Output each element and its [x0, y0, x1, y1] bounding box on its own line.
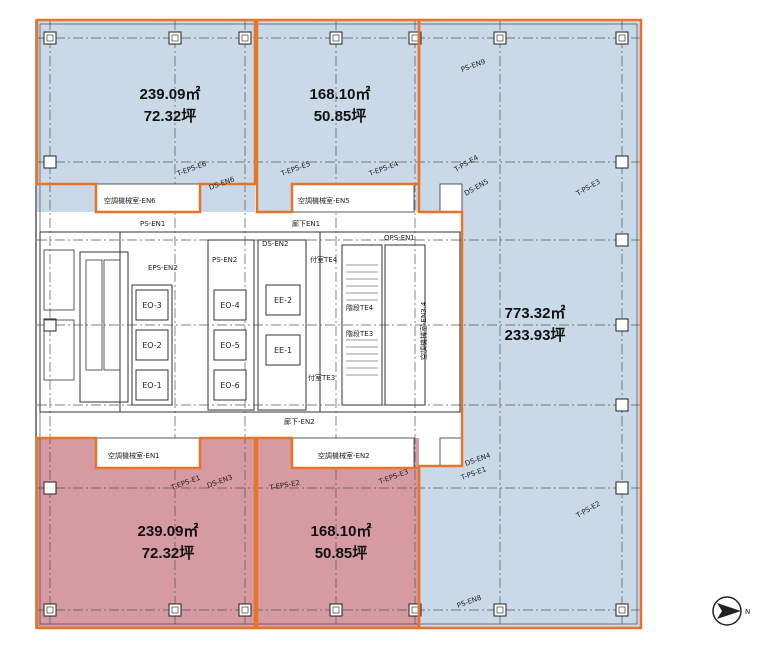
unit-east-fill[interactable]: [419, 20, 641, 628]
label-rouka-en1: 廊下EN1: [292, 219, 320, 228]
north-arrow-icon: [717, 603, 741, 619]
elevators: [135, 284, 301, 401]
restrooms: [43, 249, 121, 381]
label-ds-en2: DS-EN2: [262, 240, 288, 248]
north-label: N: [745, 608, 750, 616]
label-ops-en1: OPS-EN1: [384, 234, 415, 242]
unit-nw-fill[interactable]: [37, 20, 255, 212]
unit-outlines: [35, 18, 643, 630]
label-ps-en2: PS-EN2: [212, 256, 237, 264]
unit-sc-tsubo: 50.85坪: [315, 545, 368, 562]
label-eps-en2: EPS-EN2: [148, 264, 178, 272]
unit-nc-tsubo: 50.85坪: [314, 108, 367, 125]
north-arrow: N: [712, 596, 750, 626]
label-kucho-en5: 空調機械室-EN5: [298, 196, 350, 205]
label-kucho-en1: 空調機械室-EN1: [108, 451, 160, 460]
label-kaidan-e3: 階段TE3: [346, 329, 373, 338]
machine-rooms: [95, 183, 463, 469]
label-eo4: EO-4: [220, 301, 240, 310]
unit-nc-fill[interactable]: [257, 20, 419, 212]
label-kucho-en2: 空調機械室-EN2: [318, 451, 370, 460]
unit-nc-sqm: 168.10㎡: [310, 85, 371, 103]
unit-sw-tsubo: 72.32坪: [142, 545, 195, 562]
label-ee2: EE-2: [274, 296, 292, 305]
unit-nw-sqm: 239.09㎡: [140, 85, 201, 103]
unit-sc-fill[interactable]: [257, 438, 419, 628]
unit-sc-sqm: 168.10㎡: [311, 522, 372, 540]
label-ee1: EE-1: [274, 346, 292, 355]
label-ps-en1: PS-EN1: [140, 220, 165, 228]
label-eo3: EO-3: [142, 301, 162, 310]
label-tsuki-te4: 付室TE4: [310, 255, 338, 264]
stairs: [346, 264, 378, 376]
label-kucho-en6: 空調機械室-EN6: [104, 196, 156, 205]
label-rouka-en2: 廊下-EN2: [284, 417, 315, 426]
unit-east-sqm: 773.32㎡: [505, 304, 566, 322]
label-eo5: EO-5: [220, 341, 240, 350]
label-eo2: EO-2: [142, 341, 162, 350]
label-tsuki-te3: 付室TE3: [308, 373, 335, 382]
unit-east-tsubo: 233.93坪: [505, 327, 566, 344]
unit-sw-fill[interactable]: [37, 438, 255, 628]
unit-sw-sqm: 239.09㎡: [138, 522, 199, 540]
unit-nw-tsubo: 72.32坪: [144, 108, 197, 125]
label-kucho-en3: 空調機械室-EN3.4: [419, 301, 428, 360]
label-kaidan-e4: 階段TE4: [346, 303, 374, 312]
label-eo6: EO-6: [220, 381, 240, 390]
label-eo1: EO-1: [142, 381, 162, 390]
